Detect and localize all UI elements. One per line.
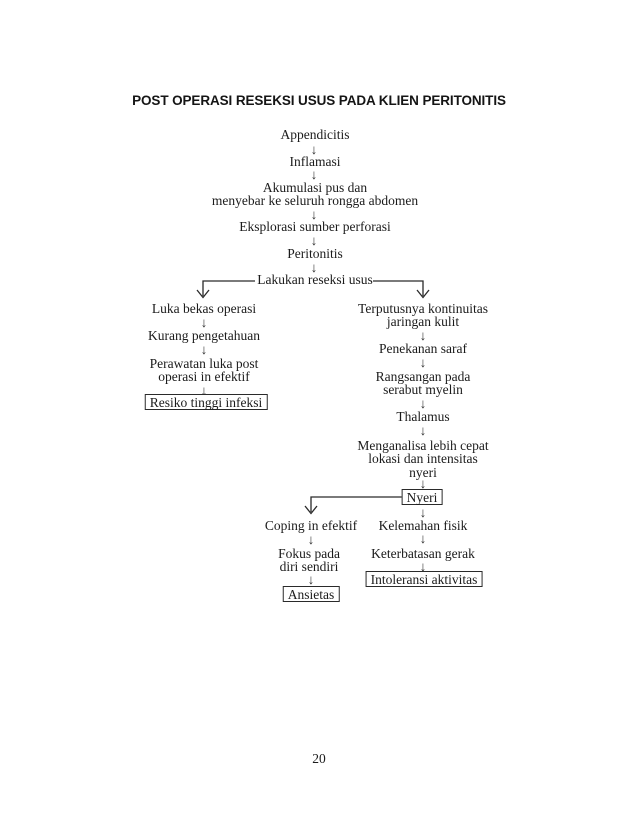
node-rangsangan-serabut: Rangsangan pada serabut myelin bbox=[375, 369, 471, 398]
down-arrow-icon: ↓ bbox=[419, 531, 427, 546]
down-arrow-icon: ↓ bbox=[310, 233, 318, 248]
down-arrow-icon: ↓ bbox=[419, 559, 427, 574]
node-perawatan-luka: Perawatan luka post operasi in efektif bbox=[149, 356, 259, 385]
down-arrow-icon: ↓ bbox=[419, 505, 427, 520]
down-arrow-icon: ↓ bbox=[419, 423, 427, 438]
node-keterbatasan-gerak: Keterbatasan gerak bbox=[371, 546, 475, 561]
down-arrow-icon: ↓ bbox=[200, 315, 208, 330]
down-arrow-icon: ↓ bbox=[419, 355, 427, 370]
node-luka-bekas-operasi: Luka bekas operasi bbox=[151, 301, 257, 316]
node-peritonitis: Peritonitis bbox=[287, 246, 343, 261]
down-arrow-icon: ↓ bbox=[200, 383, 208, 398]
page-number: 20 bbox=[312, 751, 326, 766]
node-kelemahan-fisik: Kelemahan fisik bbox=[378, 518, 468, 533]
node-fokus-diri-sendiri: Fokus pada diri sendiri bbox=[278, 546, 340, 575]
node-inflamasi: Inflamasi bbox=[289, 154, 341, 169]
down-arrow-icon: ↓ bbox=[310, 260, 318, 275]
node-terputusnya-kontinuitas: Terputusnya kontinuitas jaringan kulit bbox=[358, 301, 488, 330]
node-akumulasi-pus: Akumulasi pus dan menyebar ke seluruh ro… bbox=[211, 180, 419, 209]
node-appendicitis: Appendicitis bbox=[280, 127, 350, 142]
down-arrow-icon: ↓ bbox=[307, 532, 315, 547]
node-resiko-tinggi-infeksi: Resiko tinggi infeksi bbox=[144, 394, 268, 411]
node-menganalisa-nyeri: Menganalisa lebih cepat lokasi dan inten… bbox=[357, 438, 489, 480]
node-thalamus: Thalamus bbox=[396, 409, 450, 424]
down-arrow-icon: ↓ bbox=[419, 396, 427, 411]
connector-left-branch bbox=[196, 280, 255, 299]
node-eksplorasi: Eksplorasi sumber perforasi bbox=[239, 219, 391, 234]
connector-nyeri-to-coping bbox=[304, 496, 412, 515]
down-arrow-icon: ↓ bbox=[310, 142, 318, 157]
node-nyeri: Nyeri bbox=[401, 489, 443, 506]
node-penekanan-saraf: Penekanan saraf bbox=[378, 341, 468, 356]
down-arrow-icon: ↓ bbox=[307, 572, 315, 587]
down-arrow-icon: ↓ bbox=[310, 207, 318, 222]
connector-right-branch bbox=[373, 280, 430, 299]
node-coping-in-efektif: Coping in efektif bbox=[264, 518, 358, 533]
node-kurang-pengetahuan: Kurang pengetahuan bbox=[147, 328, 261, 343]
down-arrow-icon: ↓ bbox=[200, 342, 208, 357]
node-intoleransi-aktivitas: Intoleransi aktivitas bbox=[365, 571, 483, 588]
node-lakukan-reseksi: Lakukan reseksi usus bbox=[257, 272, 373, 287]
down-arrow-icon: ↓ bbox=[310, 167, 318, 182]
down-arrow-icon: ↓ bbox=[419, 328, 427, 343]
down-arrow-icon: ↓ bbox=[419, 476, 427, 491]
node-ansietas: Ansietas bbox=[282, 586, 340, 603]
page-title: POST OPERASI RESEKSI USUS PADA KLIEN PER… bbox=[132, 93, 506, 108]
